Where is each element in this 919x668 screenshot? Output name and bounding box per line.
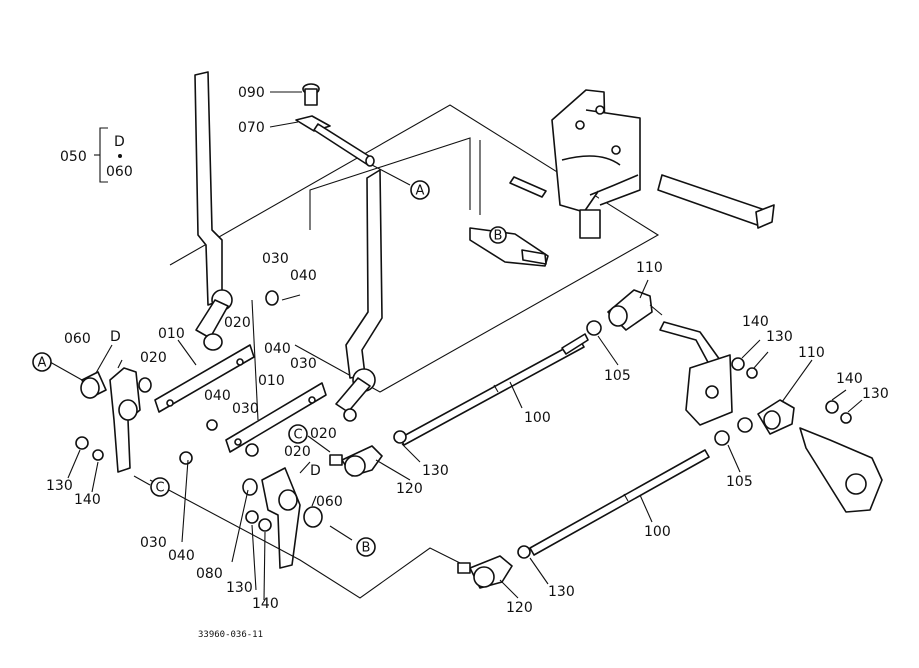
leader-lines: [67, 91, 863, 601]
label-130-e: 130: [862, 386, 889, 402]
label-120-a: 120: [396, 481, 423, 497]
shaft-070: [295, 83, 411, 186]
label-140-b: 140: [252, 596, 279, 612]
washer-pin-upper: [265, 290, 301, 306]
label-105-a: 105: [604, 368, 631, 384]
middle-tall-lever: [335, 169, 383, 422]
ref-marker-b-bottom: B: [356, 537, 376, 557]
label-100-b: 100: [644, 524, 671, 540]
left-tall-lever: [194, 71, 233, 351]
ref-marker-b-bottom-label: B: [362, 541, 371, 556]
links-010: [154, 299, 327, 453]
label-130-a: 130: [46, 478, 73, 494]
rod-100-upper: [393, 320, 602, 446]
part-labels: 090 070 030 040 020 060 D 020 010 040 03…: [46, 85, 889, 616]
ref-marker-c-mid: C: [288, 424, 308, 444]
ref-marker-c-left: C: [150, 477, 170, 497]
label-040-b: 040: [264, 341, 291, 357]
ref-marker-c-left-label: C: [155, 481, 164, 496]
label-060-b: 060: [316, 494, 343, 510]
upper-right-bracket: [509, 89, 775, 239]
pin-b: [469, 227, 549, 267]
ref-marker-a-left: A: [32, 352, 52, 372]
drawing-number: 33960-036-11: [198, 630, 263, 640]
ball-joint-120-upper: [329, 445, 383, 477]
label-030-b: 030: [290, 356, 317, 372]
label-020-d: 020: [284, 444, 311, 460]
ball-joint-110-lower: [757, 399, 883, 513]
ref-marker-a-top-label: A: [416, 184, 425, 199]
ref-marker-a-left-label: A: [38, 356, 47, 371]
label-d-b: D: [310, 463, 321, 479]
label-140-d: 140: [836, 371, 863, 387]
label-020-c: 020: [310, 426, 337, 442]
label-100-a: 100: [524, 410, 551, 426]
label-040-a: 040: [290, 268, 317, 284]
group-050-top: D: [114, 134, 125, 150]
label-120-b: 120: [506, 600, 533, 616]
label-030-c: 030: [232, 401, 259, 417]
ref-marker-a-top: A: [410, 180, 430, 200]
ref-marker-b-top: B: [489, 226, 507, 244]
lower-yoke: [179, 419, 323, 569]
label-020-b: 020: [140, 350, 167, 366]
group-050-bottom: 060: [106, 164, 133, 180]
label-105-b: 105: [726, 474, 753, 490]
label-130-b: 130: [226, 580, 253, 596]
label-060-a: 060: [64, 331, 91, 347]
label-130-c: 130: [422, 463, 449, 479]
label-130-d: 130: [766, 329, 793, 345]
label-010-a: 010: [158, 326, 185, 342]
label-110-b: 110: [798, 345, 825, 361]
label-110-a: 110: [636, 260, 663, 276]
rod-100-lower: [517, 417, 753, 559]
label-030-a: 030: [262, 251, 289, 267]
label-070: 070: [238, 120, 265, 136]
guide-lines: [49, 361, 461, 599]
label-d-a: D: [110, 329, 121, 345]
label-020-a: 020: [224, 315, 251, 331]
ball-joint-110-upper: [607, 289, 758, 426]
ref-marker-b-top-label: B: [494, 229, 503, 244]
ref-marker-c-mid-label: C: [293, 428, 302, 443]
label-010-b: 010: [258, 373, 285, 389]
label-030-d: 030: [140, 535, 167, 551]
label-040-c: 040: [204, 388, 231, 404]
label-140-c: 140: [742, 314, 769, 330]
label-090: 090: [238, 85, 265, 101]
group-050-label: 050: [60, 149, 87, 165]
group-050: 050 D 060: [60, 127, 133, 183]
label-080: 080: [196, 566, 223, 582]
label-140-a: 140: [74, 492, 101, 508]
label-130-f: 130: [548, 584, 575, 600]
left-yoke: [75, 367, 152, 473]
label-040-d: 040: [168, 548, 195, 564]
ball-joint-120-lower: [457, 555, 513, 589]
